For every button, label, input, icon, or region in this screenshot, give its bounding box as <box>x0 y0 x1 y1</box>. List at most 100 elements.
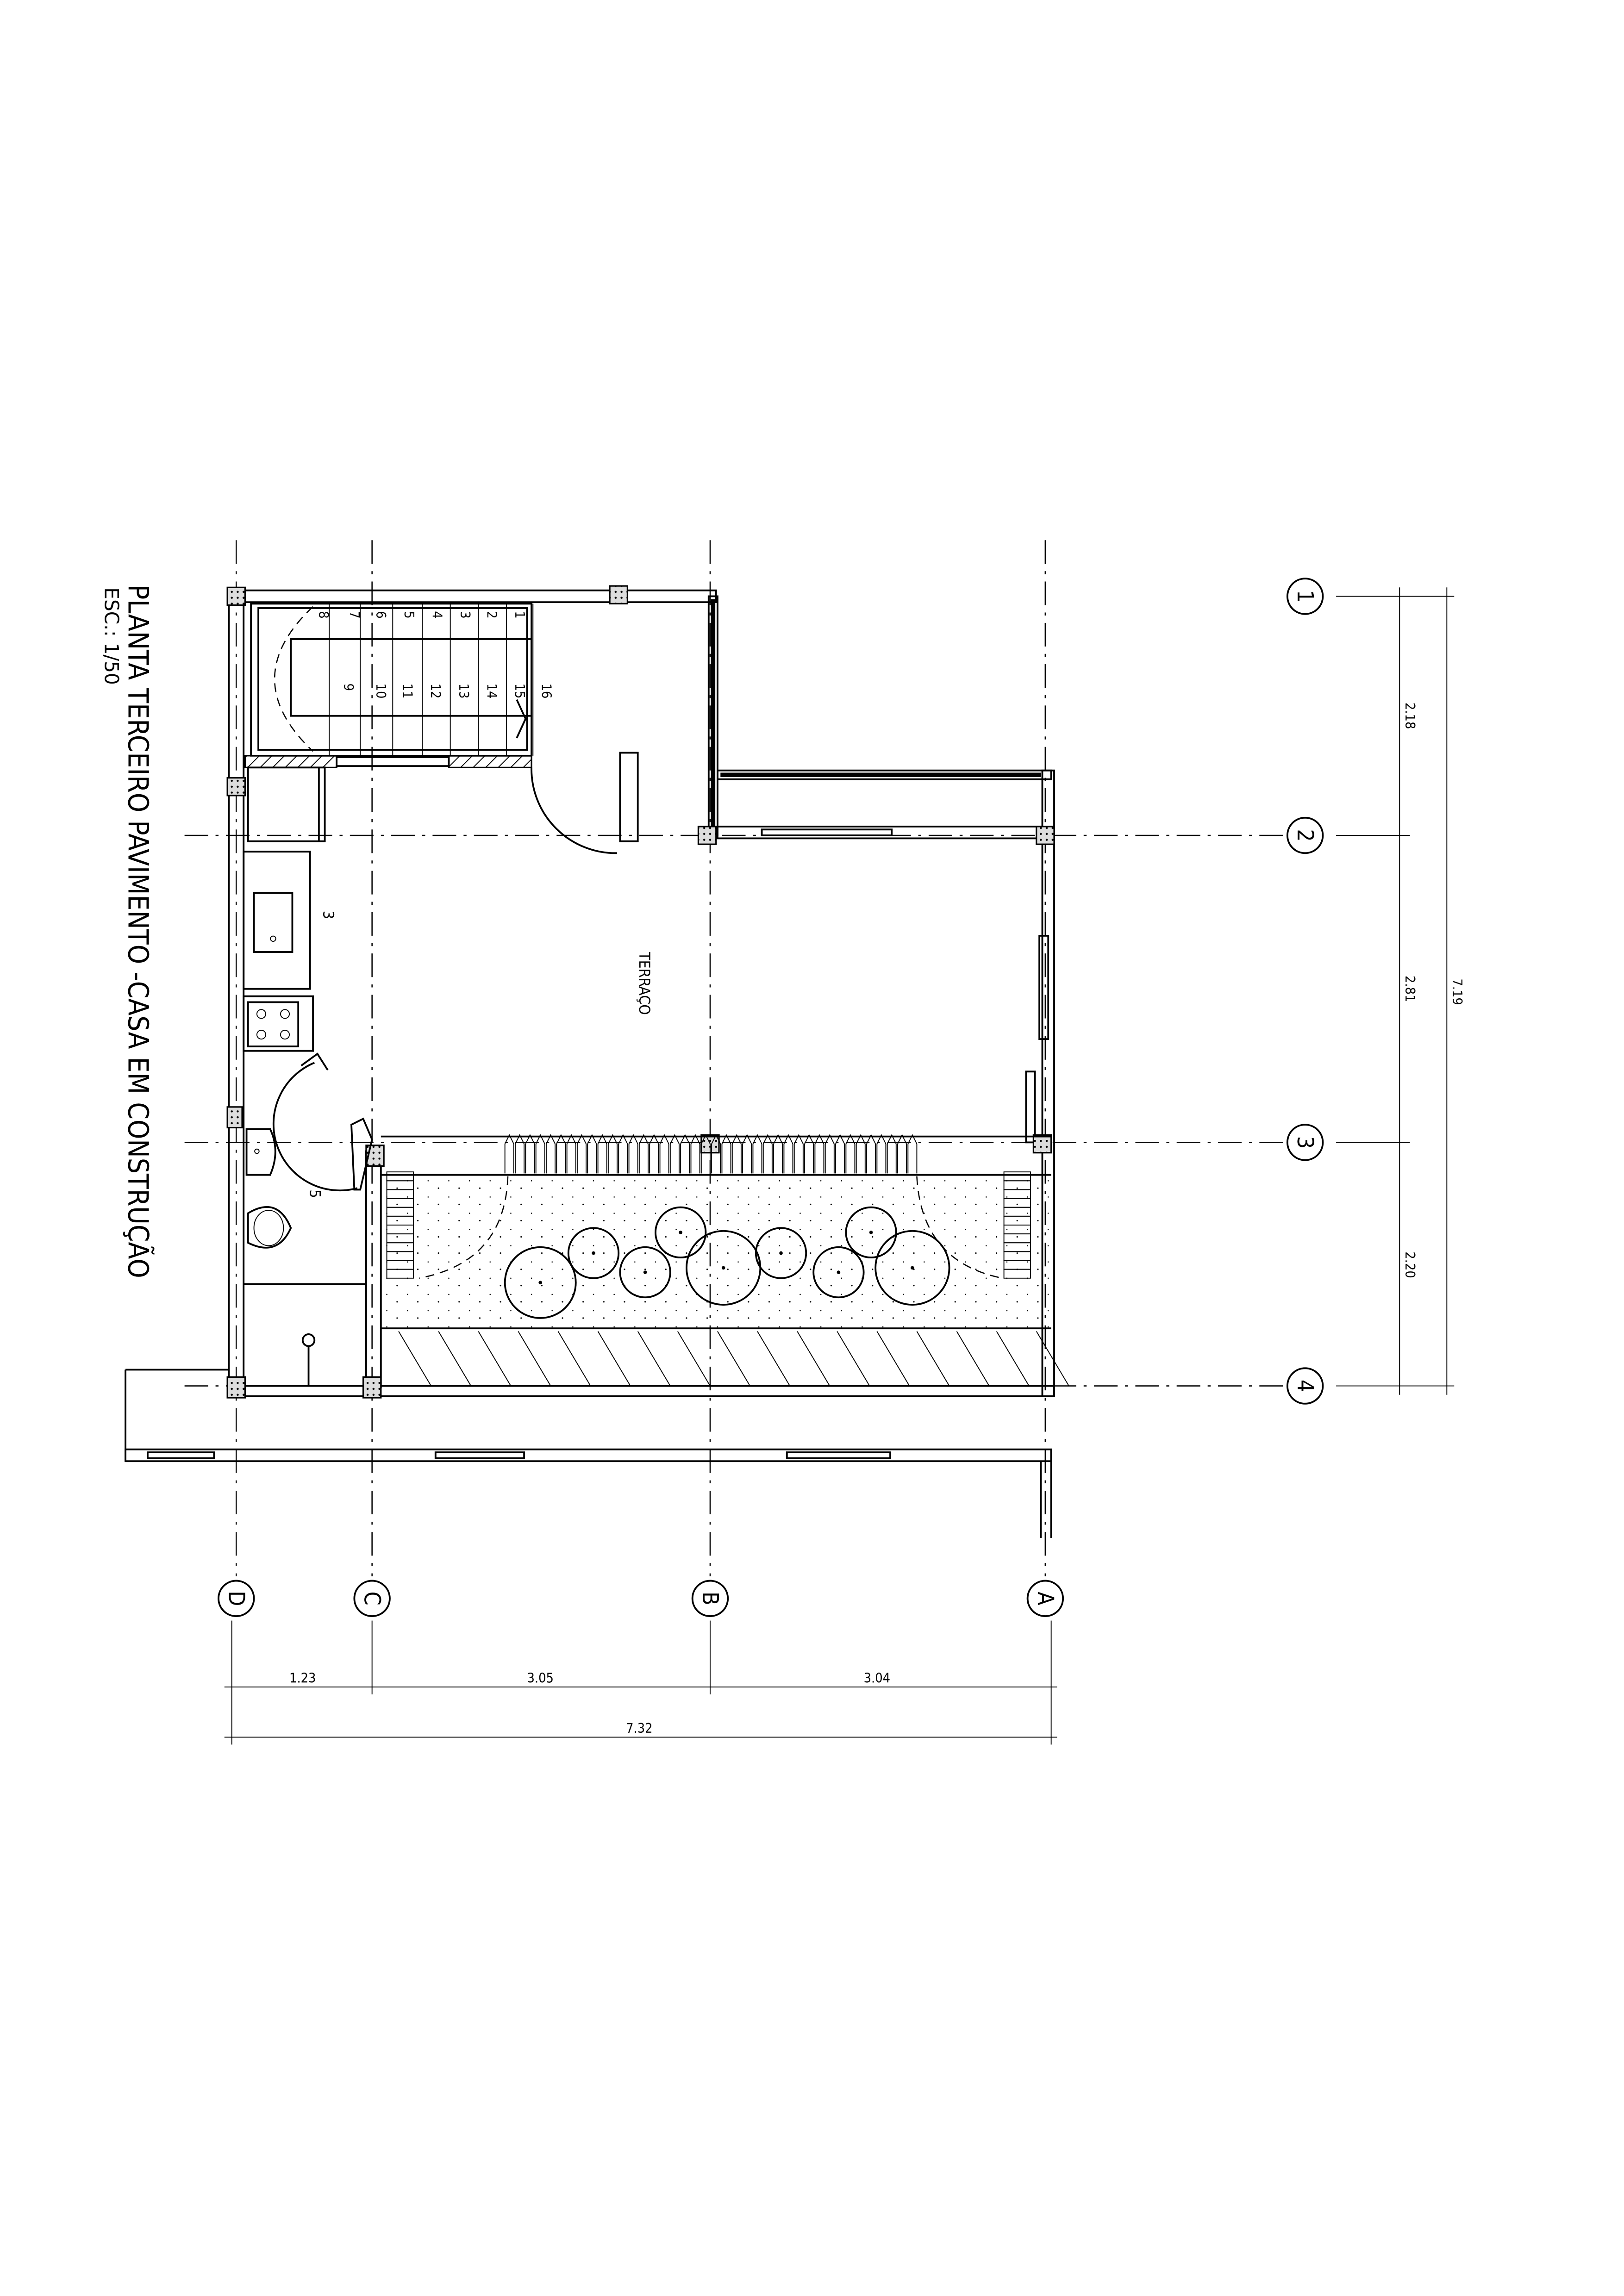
tree-symbol <box>845 1206 897 1259</box>
svg-text:A: A <box>1032 1592 1058 1605</box>
planter-hatch-line <box>717 1331 750 1387</box>
planter-hatch-line <box>956 1331 990 1387</box>
dimension-1-23: 1.23 <box>289 1670 316 1686</box>
stair-step-number: 14 <box>484 684 500 699</box>
railing-baluster <box>835 1134 845 1174</box>
shower <box>301 1333 316 1347</box>
railing-baluster <box>576 1134 587 1174</box>
svg-text:1: 1 <box>1292 590 1318 603</box>
railing-baluster <box>587 1134 597 1174</box>
svg-text:3: 3 <box>1292 1136 1318 1149</box>
railing-baluster <box>887 1134 897 1174</box>
railing-baluster <box>752 1134 762 1174</box>
railing-baluster <box>814 1134 824 1174</box>
stair-step-number: 16 <box>538 684 554 699</box>
tree-symbol <box>755 1227 807 1279</box>
stair-step-number: 9 <box>341 684 356 691</box>
dimension-3-05: 3.05 <box>527 1670 553 1686</box>
room-label-terrace: TERRAÇO <box>636 952 653 1015</box>
railing-baluster <box>721 1134 731 1174</box>
railing-baluster <box>535 1134 545 1174</box>
dimension-2-20: 2.20 <box>1402 1251 1418 1278</box>
tree-symbol <box>655 1206 707 1259</box>
planter-hatch-line <box>518 1331 551 1387</box>
railing-baluster <box>546 1134 556 1174</box>
railing-baluster <box>793 1134 804 1174</box>
planter-hatch-line <box>398 1331 432 1387</box>
railing-baluster <box>649 1134 659 1174</box>
grid-bubble-col-c: C <box>353 1580 391 1617</box>
planter-hatch-line <box>757 1331 790 1387</box>
room-label-bathroom: 5 <box>306 1189 324 1198</box>
railing-baluster <box>907 1134 918 1174</box>
tree-symbol <box>504 1246 577 1319</box>
railing-baluster <box>856 1134 866 1174</box>
vertical-dimensions: 2.18 2.81 2.20 7.19 <box>1336 587 1465 1395</box>
dimension-7-32: 7.32 <box>626 1720 652 1736</box>
stair-step-number: 11 <box>400 684 416 699</box>
railing-baluster <box>597 1134 607 1174</box>
railing-baluster <box>525 1134 535 1174</box>
railing-baluster <box>731 1134 742 1174</box>
tree-symbol <box>812 1246 865 1299</box>
grid-bubble-col-d: D <box>218 1580 255 1617</box>
railing-baluster <box>866 1134 876 1174</box>
horizontal-dimensions: 1.23 3.05 3.04 7.32 <box>224 1620 1057 1745</box>
railing-baluster <box>680 1134 690 1174</box>
stair-step-number: 12 <box>428 684 443 699</box>
railing-baluster <box>638 1134 649 1174</box>
railing-baluster <box>566 1134 576 1174</box>
planter-hatch-line <box>916 1331 950 1387</box>
railing-baluster <box>783 1134 793 1174</box>
dimension-2-18: 2.18 <box>1402 703 1418 729</box>
stair-step-number: 15 <box>512 684 528 699</box>
svg-text:C: C <box>359 1592 385 1605</box>
stair-step-number: 6 <box>373 611 389 618</box>
terrace: TERRAÇO <box>381 952 1069 1387</box>
tree-symbol <box>874 1230 950 1306</box>
dimension-2-81: 2.81 <box>1402 976 1418 1002</box>
grid-bubble-row-4: 4 <box>1286 1367 1324 1405</box>
railing-baluster <box>845 1134 856 1174</box>
planter-hatch-line <box>797 1331 831 1387</box>
railing-baluster <box>669 1134 680 1174</box>
washbasin <box>245 1128 276 1176</box>
stair-step-number: 10 <box>373 684 389 699</box>
railing-baluster <box>804 1134 814 1174</box>
railing-baluster <box>690 1134 700 1174</box>
stair-step-number: 13 <box>456 684 472 699</box>
planter-hatch-line <box>837 1331 870 1387</box>
railing-baluster <box>876 1134 887 1174</box>
structural-columns <box>226 585 1055 1399</box>
railing-baluster <box>762 1134 773 1174</box>
tree-symbol <box>619 1246 671 1299</box>
railing-baluster <box>897 1134 907 1174</box>
grid-bubble-row-1: 1 <box>1286 578 1324 615</box>
toilet <box>247 1206 292 1249</box>
doors <box>272 767 618 1192</box>
railing-baluster <box>556 1134 566 1174</box>
stair-step-number: 5 <box>401 611 417 618</box>
planter-hatch-line <box>438 1331 472 1387</box>
planter-hatch-line <box>996 1331 1030 1387</box>
planter-hatch-line <box>557 1331 591 1387</box>
railing-baluster <box>618 1134 628 1174</box>
railing-baluster <box>824 1134 835 1174</box>
grid-bubble-col-b: B <box>691 1580 729 1617</box>
svg-text:D: D <box>223 1591 249 1606</box>
stair-step-number: 7 <box>347 611 362 618</box>
walls <box>125 589 1055 1538</box>
grid-bubble-row-2: 2 <box>1286 816 1324 854</box>
dimension-3-04: 3.04 <box>864 1670 890 1686</box>
step <box>386 1269 414 1279</box>
grid-bubble-col-a: A <box>1026 1580 1064 1617</box>
drawing-scale: ESC.: 1/50 <box>100 587 122 684</box>
railing-baluster <box>515 1134 525 1174</box>
planter-hatch-line <box>677 1331 711 1387</box>
planter-hatch-line <box>876 1331 910 1387</box>
stair-step-number: 2 <box>484 611 500 618</box>
planter-hatch-line <box>637 1331 671 1387</box>
stair-step-number: 4 <box>429 611 445 618</box>
room-label-kitchen: 3 <box>319 911 337 919</box>
railing-baluster <box>742 1134 752 1174</box>
